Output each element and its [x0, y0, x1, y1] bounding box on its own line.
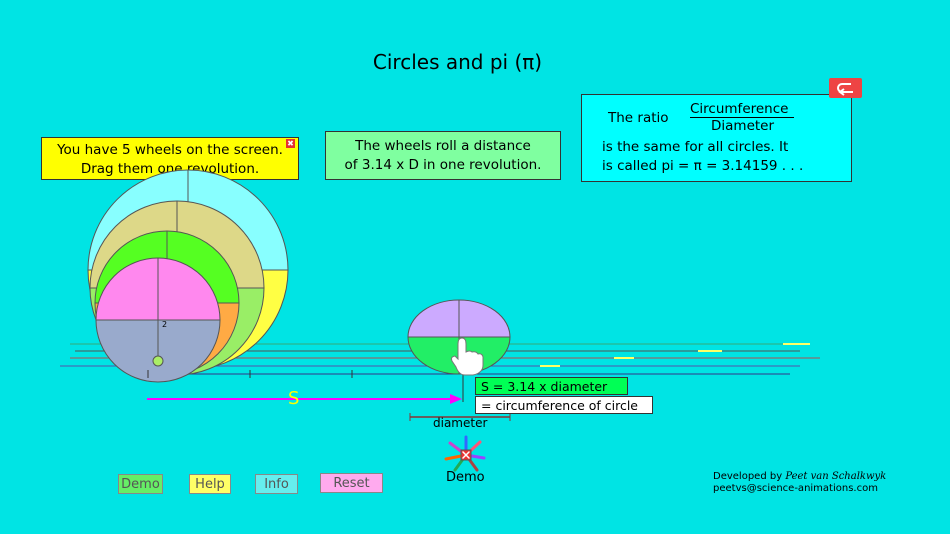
page-title: Circles and pi (π)	[372, 50, 543, 74]
developer-prefix: Developed by	[713, 471, 783, 482]
ratio-denominator: Diameter	[711, 118, 775, 134]
demo-burst-icon[interactable]	[444, 435, 486, 472]
undo-arrow-icon	[837, 83, 853, 96]
circumference-label: = circumference of circle	[475, 396, 653, 414]
close-icon[interactable]: ✖	[286, 139, 295, 148]
instruction-line-1: You have 5 wheels on the screen.	[57, 142, 283, 158]
distance-arrow	[147, 394, 462, 404]
hand-cursor-icon	[450, 337, 484, 376]
roll-info-line-1: The wheels roll a distance	[355, 138, 531, 154]
wheel-small-label: 2	[162, 320, 168, 329]
help-button[interactable]: Help	[189, 474, 231, 494]
developer-email: peetvs@science-animations.com	[713, 483, 878, 494]
wheel-s-marker	[152, 355, 164, 367]
roll-info-box: The wheels roll a distance of 3.14 x D i…	[325, 131, 561, 180]
demo-label[interactable]: Demo	[446, 470, 485, 485]
ratio-line-2: is called pi = π = 3.14159 . . .	[602, 158, 804, 174]
ratio-numerator: Circumference	[690, 101, 789, 117]
distance-ticks	[147, 370, 353, 378]
demo-button[interactable]: Demo	[118, 474, 163, 494]
fraction-line	[690, 117, 794, 118]
ratio-label: The ratio	[608, 110, 669, 126]
reset-button[interactable]: Reset	[320, 473, 383, 493]
distance-s-label: S	[288, 388, 300, 409]
ratio-info-box: The ratio Circumference Diameter is the …	[581, 94, 852, 182]
back-button[interactable]	[829, 78, 862, 98]
developer-name: Peet van Schalkwyk	[785, 471, 887, 482]
diameter-label: diameter	[433, 416, 488, 430]
s-formula-label: S = 3.14 x diameter	[475, 377, 628, 395]
developer-credit: Developed by Peet van Schalkwyk	[713, 471, 886, 482]
instruction-line-2: Drag them one revolution.	[80, 161, 260, 177]
instruction-box: You have 5 wheels on the screen. Drag th…	[41, 137, 299, 180]
info-button[interactable]: Info	[255, 474, 298, 494]
diameter-bar	[409, 413, 511, 421]
wheel-small[interactable]	[95, 257, 221, 383]
roll-info-line-2: of 3.14 x D in one revolution.	[344, 157, 542, 173]
ratio-line-1: is the same for all circles. It	[602, 139, 789, 155]
